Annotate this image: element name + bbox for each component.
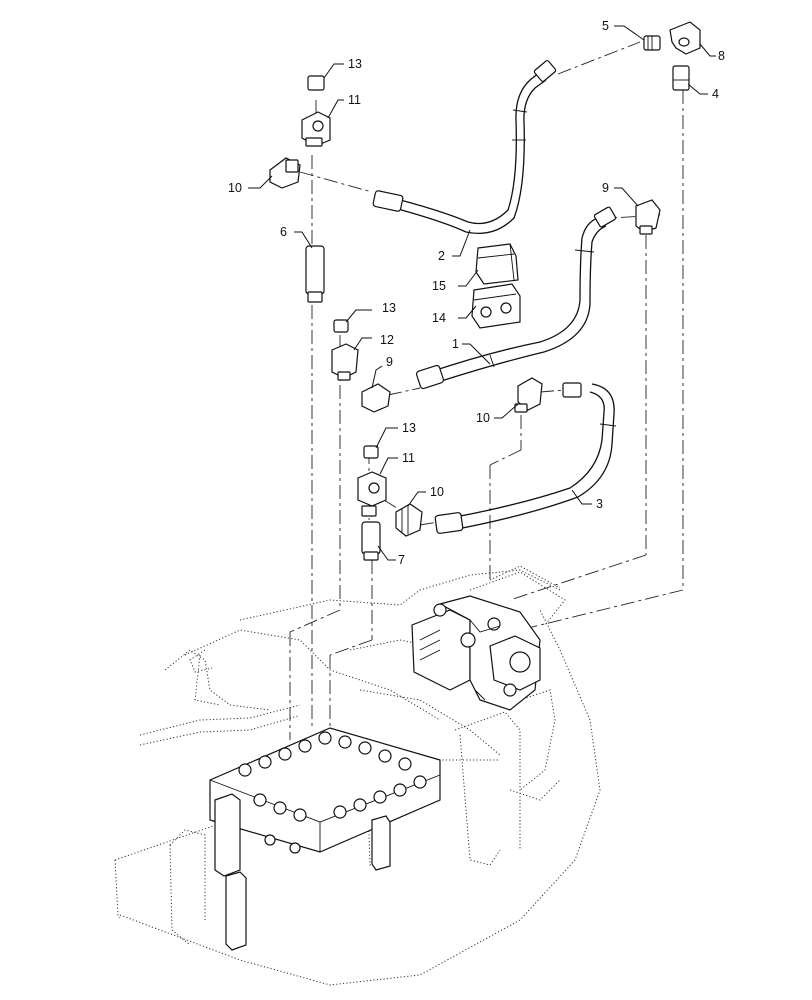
callout-8: 8 [699, 43, 725, 63]
fitting-elbow-8 [669, 21, 701, 55]
callout-label: 15 [432, 279, 446, 293]
callout-label: 12 [380, 333, 394, 347]
callout-label: 4 [712, 87, 719, 101]
fitting-coupler-4 [672, 65, 690, 91]
callout-5: 5 [602, 19, 645, 41]
tee-11-bottom [357, 471, 387, 517]
pilot-valve-assembly [411, 595, 541, 711]
callout-3: 3 [571, 489, 603, 511]
tee-11-top [301, 111, 331, 147]
callout-10-right: 10 [476, 403, 519, 425]
callout-7: 7 [377, 545, 405, 567]
callout-label: 13 [348, 57, 362, 71]
fitting-adapter-5 [643, 35, 661, 51]
callout-11-top: 11 [327, 93, 361, 119]
callout-9-top: 9 [602, 181, 639, 207]
callout-label: 10 [430, 485, 444, 499]
hose-2 [372, 60, 557, 235]
callout-13-middle: 13 [345, 301, 396, 323]
tee-12 [331, 343, 359, 381]
callout-label: 13 [402, 421, 416, 435]
spacer-7 [361, 521, 381, 561]
callout-14: 14 [432, 305, 477, 325]
elbow-10-right [514, 377, 543, 413]
callout-label: 14 [432, 311, 446, 325]
callout-label: 9 [602, 181, 609, 195]
main-control-valve [209, 727, 441, 951]
callout-label: 7 [398, 553, 405, 567]
machine-frame-outline [114, 565, 601, 986]
elbow-10-bottom [395, 503, 423, 537]
callout-1: 1 [452, 337, 491, 365]
callout-11-bottom: 11 [379, 451, 415, 475]
callout-label: 11 [402, 451, 415, 465]
callout-6: 6 [280, 225, 313, 249]
callout-label: 1 [452, 337, 459, 351]
callout-label: 8 [718, 49, 725, 63]
callout-label: 11 [348, 93, 361, 107]
callout-label: 5 [602, 19, 609, 33]
callout-4: 4 [687, 83, 719, 101]
hose-3 [434, 382, 617, 534]
plug-13-top [307, 75, 325, 91]
callout-13-bottom: 13 [375, 421, 416, 449]
callout-label: 10 [228, 181, 242, 195]
callout-10-bottom: 10 [407, 485, 444, 507]
callout-label: 13 [382, 301, 396, 315]
callout-label: 6 [280, 225, 287, 239]
callout-13-top: 13 [323, 57, 362, 79]
clamp-block-14 [471, 283, 521, 329]
callout-label: 10 [476, 411, 490, 425]
callout-label: 9 [386, 355, 393, 369]
callout-label: 2 [438, 249, 445, 263]
elbow-10-top [269, 157, 301, 189]
callout-2: 2 [438, 229, 471, 263]
callout-label: 3 [596, 497, 603, 511]
plug-13-bottom [363, 445, 379, 459]
callout-15: 15 [432, 269, 479, 293]
hose-1 [415, 206, 617, 390]
clamp-block-15 [475, 243, 519, 285]
plug-13-middle [333, 319, 349, 333]
callout-10-top: 10 [228, 175, 273, 195]
callout-12: 12 [353, 333, 394, 351]
elbow-9-middle [361, 383, 391, 413]
elbow-9-top-right [635, 199, 661, 235]
spacer-6 [305, 245, 325, 303]
callout-9-middle: 9 [371, 355, 393, 389]
